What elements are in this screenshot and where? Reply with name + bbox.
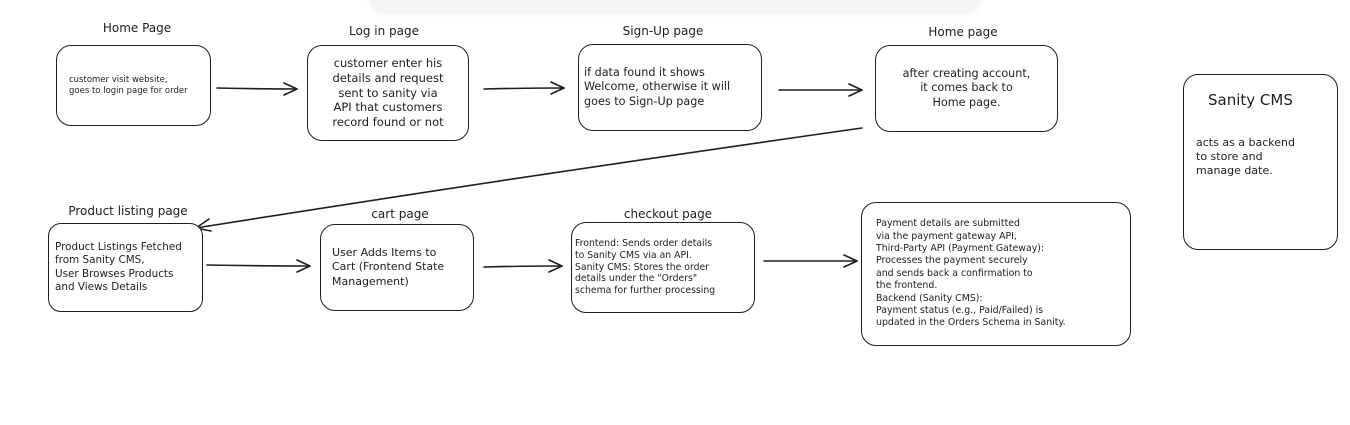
node-line: goes to login page for order [69, 85, 188, 96]
node-line: via the payment gateway API, [876, 230, 1017, 242]
node-line: customer visit website, [69, 74, 168, 85]
node-line: after creating account, [902, 67, 1031, 80]
node-line: details under the "Orders" [575, 273, 698, 285]
arrow-products-to-cart [206, 259, 311, 273]
home-page-2-node[interactable]: after creating account, it comes back to… [875, 45, 1058, 132]
node-line: API that customers [333, 100, 443, 115]
node-line: and Views Details [55, 280, 148, 293]
node-line: manage date. [1196, 164, 1273, 178]
node-line: customer enter his [333, 56, 443, 71]
canvas-toolbar-edge [370, 0, 980, 12]
node-line: the frontend. [876, 280, 938, 292]
product-listing-title: Product listing page [68, 204, 188, 218]
node-line: Welcome, otherwise it will [584, 80, 731, 94]
arrow-checkout-to-payment [763, 254, 858, 268]
home-page-title: Home Page [102, 21, 172, 35]
node-line: updated in the Orders Schema in Sanity. [876, 317, 1066, 329]
node-line: Payment details are submitted [876, 218, 1020, 230]
node-line: Backend (Sanity CMS): [876, 292, 983, 304]
login-page-title: Log in page [349, 24, 419, 38]
node-line: goes to Sign-Up page [584, 94, 705, 108]
node-line: Frontend: Sends order details [575, 237, 713, 249]
node-line: if data found it shows [584, 66, 705, 79]
cart-page-node[interactable]: User Adds Items to Cart (Frontend State … [320, 224, 474, 311]
home-page-2-title: Home page [928, 25, 998, 39]
node-line: Cart (Frontend State [332, 260, 445, 274]
node-line: Management) [332, 274, 409, 288]
node-line: schema for further processing [575, 285, 716, 297]
login-page-node[interactable]: customer enter his details and request s… [307, 45, 469, 141]
arrow-cart-to-checkout [483, 259, 563, 273]
node-line: sent to sanity via [338, 85, 438, 100]
arrow-home-to-products [195, 127, 863, 232]
node-line: User Adds Items to [332, 246, 437, 260]
cart-page-title: cart page [371, 207, 429, 221]
node-line: Home page. [932, 95, 1001, 109]
node-line: from Sanity CMS, [55, 254, 145, 267]
node-line: Payment status (e.g., Paid/Failed) is [876, 305, 1044, 317]
node-line: User Browses Products [55, 267, 174, 280]
node-line: to store and [1196, 150, 1263, 164]
signup-page-title: Sign-Up page [622, 24, 704, 38]
arrow-signup-to-home [778, 83, 863, 97]
sanity-cms-title: Sanity CMS [1208, 91, 1293, 109]
node-line: and sends back a confirmation to [876, 267, 1033, 279]
signup-page-node[interactable]: if data found it shows Welcome, otherwis… [578, 44, 762, 131]
node-line: it comes back to [920, 81, 1013, 95]
node-line: details and request [332, 70, 444, 85]
node-line: Sanity CMS: Stores the order [575, 261, 710, 273]
node-line: record found or not [332, 115, 444, 130]
arrow-login-to-signup [483, 81, 565, 95]
node-line: Processes the payment securely [876, 255, 1028, 267]
checkout-page-title: checkout page [623, 207, 713, 221]
arrow-home-to-login [216, 82, 298, 96]
node-line: to Sanity CMS via an API. [575, 249, 692, 261]
node-line: Third-Party API (Payment Gateway): [876, 242, 1045, 254]
product-listing-node[interactable]: Product Listings Fetched from Sanity CMS… [48, 223, 203, 312]
node-line: acts as a backend [1196, 136, 1296, 149]
sanity-cms-node[interactable]: Sanity CMS acts as a backend to store an… [1183, 74, 1338, 250]
checkout-page-node[interactable]: Frontend: Sends order details to Sanity … [571, 222, 755, 313]
node-line: Product Listings Fetched [55, 240, 182, 253]
home-page-node[interactable]: customer visit website, goes to login pa… [56, 45, 211, 126]
payment-node[interactable]: Payment details are submitted via the pa… [861, 202, 1131, 346]
